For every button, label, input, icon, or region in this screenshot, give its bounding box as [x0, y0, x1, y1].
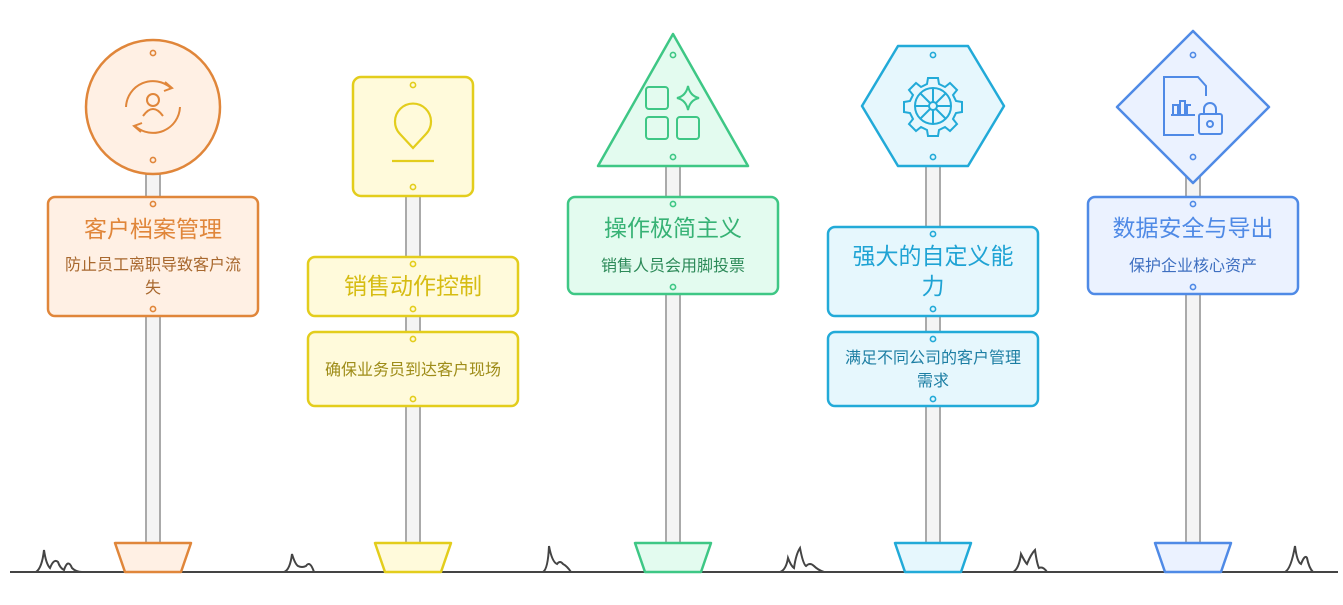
- grass-tuft: [1284, 545, 1314, 573]
- user-sync-icon: [125, 80, 181, 134]
- sign-board: [826, 225, 1040, 318]
- sign-customer-archive: 客户档案管理 防止员工离职导致客户流失: [48, 197, 258, 316]
- bolt-hole: [409, 260, 417, 268]
- bolt-hole: [929, 153, 937, 161]
- bolt-hole: [929, 335, 937, 343]
- sign-title: 操作极简主义: [604, 216, 742, 242]
- gear-icon: [903, 77, 963, 137]
- bolt-hole: [409, 395, 417, 403]
- bolt-hole: [409, 335, 417, 343]
- bolt-hole: [929, 305, 937, 313]
- report-lock-icon: [1163, 76, 1223, 136]
- apps-sparkle-icon: [645, 85, 700, 140]
- sign-board: [46, 195, 260, 318]
- grass-tuft: [283, 553, 315, 573]
- sign-subtitle: 销售人员会用脚投票: [600, 256, 745, 275]
- bolt-hole: [149, 49, 157, 57]
- diamond-sign-head: [1115, 29, 1271, 185]
- sign-subtitle: 确保业务员到达客户现场: [324, 359, 501, 379]
- bolt-hole: [929, 230, 937, 238]
- bolt-hole: [149, 200, 157, 208]
- sign-board: [306, 330, 520, 408]
- bolt-hole: [149, 156, 157, 164]
- bolt-hole: [149, 305, 157, 313]
- bolt-hole: [929, 395, 937, 403]
- sign-title: 客户档案管理: [84, 216, 222, 243]
- sign-subtitle: 防止员工离职导致客户流失: [64, 254, 241, 297]
- sign-board: [826, 330, 1040, 408]
- bolt-hole: [409, 81, 417, 89]
- bolt-hole: [409, 305, 417, 313]
- square-sign-head: [351, 75, 475, 198]
- bolt-hole: [1189, 200, 1197, 208]
- grass-tuft: [779, 545, 825, 573]
- bolt-hole: [1189, 283, 1197, 291]
- sign-title: 销售动作控制: [344, 273, 482, 300]
- bolt-hole: [409, 183, 417, 191]
- bolt-hole: [1189, 153, 1197, 161]
- sign-board: [306, 255, 520, 318]
- grass-tuft: [35, 549, 83, 573]
- grass-tuft: [1012, 547, 1048, 573]
- bolt-hole: [1189, 51, 1197, 59]
- sign-title: 强大的自定义能力: [852, 243, 1014, 300]
- grass-tuft: [542, 545, 572, 573]
- sign-sales-control: 销售动作控制: [308, 257, 518, 316]
- sign-data-security: 数据安全与导出 保护企业核心资产: [1088, 197, 1298, 294]
- sign-customization-detail: 满足不同公司的客户管理需求: [828, 332, 1038, 406]
- bolt-hole: [929, 51, 937, 59]
- bolt-hole: [669, 51, 677, 59]
- location-pin-icon: [392, 102, 434, 163]
- bolt-hole: [669, 283, 677, 291]
- post-base: [113, 541, 193, 574]
- sign-customization: 强大的自定义能力: [828, 227, 1038, 316]
- post-base: [633, 541, 713, 574]
- triangle-sign-head: [596, 32, 750, 168]
- sign-subtitle: 保护企业核心资产: [1128, 256, 1257, 275]
- sign-board: [566, 195, 780, 296]
- post-base: [373, 541, 453, 574]
- post-base: [893, 541, 973, 574]
- hexagon-sign-head: [860, 44, 1006, 168]
- sign-sales-control-detail: 确保业务员到达客户现场: [308, 332, 518, 406]
- post-base: [1153, 541, 1233, 574]
- sign-title: 数据安全与导出: [1112, 216, 1274, 242]
- sign-subtitle: 满足不同公司的客户管理需求: [844, 348, 1021, 390]
- bolt-hole: [669, 153, 677, 161]
- bolt-hole: [669, 200, 677, 208]
- sign-minimalism: 操作极简主义 销售人员会用脚投票: [568, 197, 778, 294]
- sign-board: [1086, 195, 1300, 296]
